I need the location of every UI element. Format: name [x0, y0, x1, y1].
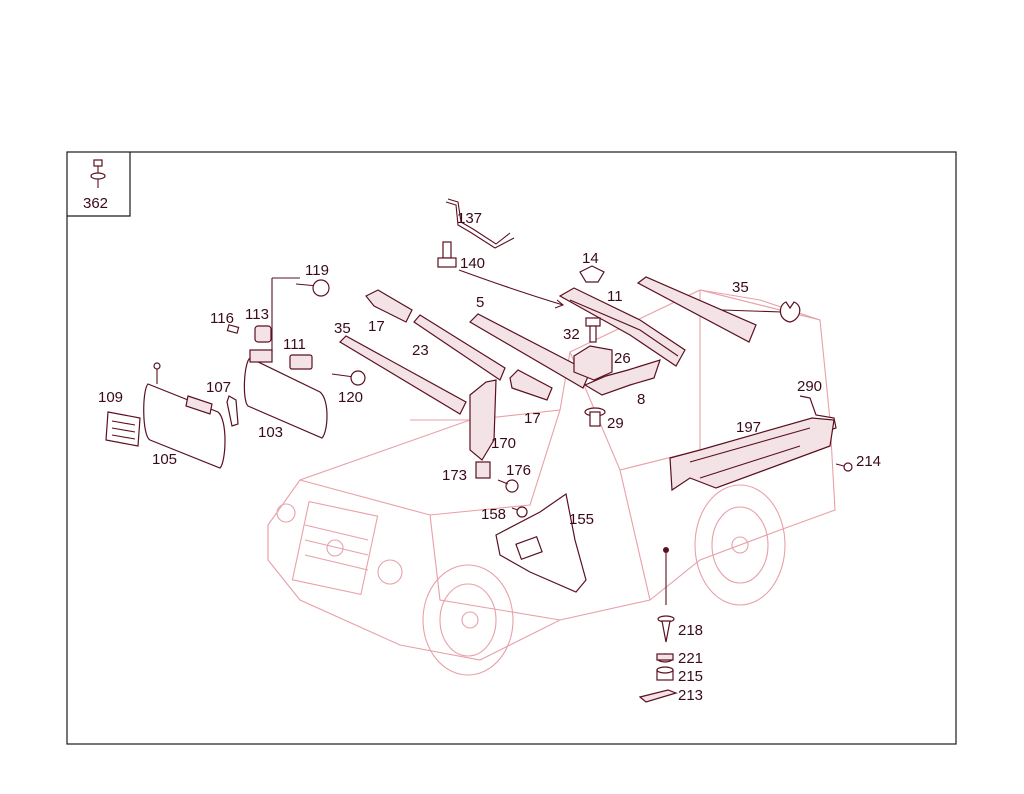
callout-107: 107 [206, 379, 231, 396]
callout-137: 137 [457, 210, 482, 227]
plate-213 [638, 689, 678, 703]
legend-number: 362 [83, 195, 108, 212]
callout-29: 29 [607, 415, 624, 432]
callout-214: 214 [856, 453, 881, 470]
callout-218: 218 [678, 622, 703, 639]
trim-panel-197 [669, 417, 835, 492]
callout-176: 176 [506, 462, 531, 479]
callout-215: 215 [678, 668, 703, 685]
callout-26: 26 [614, 350, 631, 367]
callout-173: 173 [442, 467, 467, 484]
block-26 [573, 345, 613, 381]
callout-170: 170 [491, 435, 516, 452]
seal-strip-35-left [339, 335, 467, 415]
callout-8: 8 [637, 391, 645, 408]
callout-290: 290 [797, 378, 822, 395]
callout-35-left: 35 [334, 320, 351, 337]
callout-5: 5 [476, 294, 484, 311]
card-109 [105, 411, 141, 447]
callout-14: 14 [582, 250, 599, 267]
callout-155: 155 [569, 511, 594, 528]
callout-113: 113 [245, 306, 269, 323]
screw-176 [497, 479, 519, 493]
trim-strip-11 [558, 287, 686, 367]
legend-box: 362 [67, 152, 131, 217]
callout-109: 109 [98, 389, 123, 406]
bolt-140 [437, 241, 457, 268]
callout-197: 197 [736, 419, 761, 436]
clip-116 [226, 324, 240, 334]
washer-215 [656, 666, 674, 681]
sun-visor-105 [143, 383, 226, 469]
callout-35-right: 35 [732, 279, 749, 296]
callout-213: 213 [678, 687, 703, 704]
cable-137 [445, 201, 515, 249]
nut-221 [656, 653, 674, 663]
callout-17-upper: 17 [368, 318, 385, 335]
callout-140: 140 [460, 255, 485, 272]
callout-105: 105 [152, 451, 177, 468]
rail-23 [413, 314, 506, 381]
callout-32: 32 [563, 326, 580, 343]
bracket-17-upper [365, 289, 413, 323]
callout-23: 23 [412, 342, 429, 359]
diagram-border [66, 151, 957, 745]
clip-ring-icon [779, 301, 801, 323]
callout-120: 120 [338, 389, 363, 406]
callout-116: 116 [210, 310, 234, 327]
bracket-170 [469, 379, 497, 461]
callout-111: 111 [283, 336, 306, 353]
callout-17-lower: 17 [524, 410, 541, 427]
bracket-8 [583, 359, 661, 396]
callout-221: 221 [678, 650, 703, 667]
screw-119 [295, 279, 330, 297]
callout-labels: 137 140 14 11 35 119 5 32 26 116 113 17 … [98, 210, 881, 704]
clip-173 [475, 461, 491, 479]
holder-113 [254, 325, 272, 343]
callout-103: 103 [258, 424, 283, 441]
seal-strip-35-right [636, 276, 757, 343]
parts [105, 198, 853, 703]
bulb-107 [226, 395, 239, 427]
panel-155 [495, 492, 587, 593]
fastener-214 [835, 462, 853, 472]
screw-120 [331, 370, 366, 386]
plug-29 [584, 407, 606, 427]
sun-visor-103 [243, 357, 328, 439]
legend-screw-icon [90, 159, 106, 188]
fastener-158 [511, 506, 528, 518]
bracket-17-lower [509, 369, 553, 401]
callout-158: 158 [481, 506, 506, 523]
callout-119: 119 [305, 262, 329, 279]
screw-32 [585, 317, 601, 343]
clip-14 [579, 265, 605, 283]
mirror-clip-111 [289, 354, 313, 370]
screw-218 [657, 615, 675, 643]
callout-11: 11 [607, 288, 623, 305]
